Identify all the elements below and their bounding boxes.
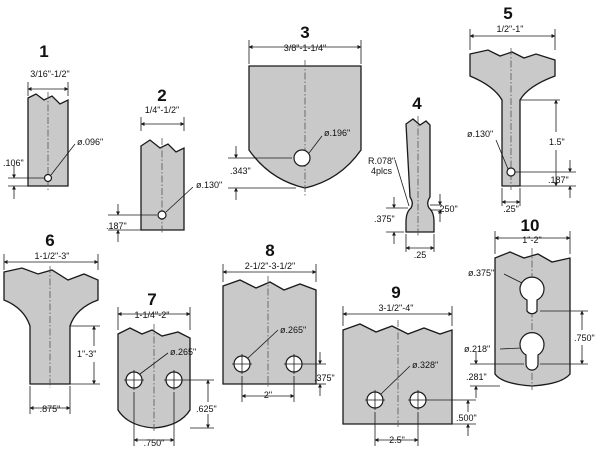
part-4-radius-note: R.078" bbox=[368, 156, 395, 166]
part-2-hole-height: .187" bbox=[106, 221, 127, 231]
part-1-number: 1 bbox=[39, 42, 48, 61]
part-5-hole bbox=[506, 167, 516, 177]
part-7-width-range: 1-1/4"-2" bbox=[135, 310, 170, 320]
part-8-width-range: 2-1/2"-3-1/2" bbox=[245, 261, 295, 271]
part-6-stem-width: .875" bbox=[40, 404, 61, 414]
part-10-lower-hole-dia: ø.218" bbox=[464, 344, 490, 354]
part-6-number: 6 bbox=[45, 231, 54, 250]
part-6: 6 1-1/2"-3" 1"-3" .875" bbox=[3, 231, 100, 414]
part-9-hole-spacing: 2.5" bbox=[389, 435, 405, 445]
part-6-width-range: 1-1/2"-3" bbox=[35, 251, 70, 261]
part-8-number: 8 bbox=[265, 241, 274, 260]
part-4-neck-height: .375" bbox=[374, 214, 395, 224]
part-4-base-width: .25 bbox=[414, 250, 427, 260]
part-5-number: 5 bbox=[503, 4, 512, 23]
part-2-hole bbox=[157, 210, 167, 220]
part-10-bottom-height: .281" bbox=[466, 372, 487, 382]
part-10-upper-hole-dia: ø.375" bbox=[468, 268, 494, 278]
part-9: 9 3-1/2"-4" ø.328" .500" 2.5" bbox=[342, 283, 477, 446]
part-2: 2 1/4"-1/2" ø.130" .187" bbox=[106, 86, 222, 242]
part-6-body bbox=[3, 267, 99, 385]
part-4-body bbox=[405, 118, 435, 233]
part-1: 1 3/16"-1/2" ø.096" .106" bbox=[3, 42, 103, 199]
part-7-hole-dia: ø.265" bbox=[170, 347, 196, 357]
part-10-width-range: 1"-2" bbox=[522, 235, 541, 245]
part-3: 3 3/8"-1-1/4" ø.196" .343" bbox=[228, 23, 362, 200]
part-7-hole-height: .625" bbox=[196, 404, 217, 414]
part-10-slot-lower bbox=[519, 332, 545, 371]
part-3-hole bbox=[293, 149, 311, 167]
part-9-number: 9 bbox=[391, 283, 400, 302]
part-1-hole-height: .106" bbox=[3, 158, 24, 168]
part-2-hole-dia: ø.130" bbox=[196, 180, 222, 190]
part-7-hole-spacing: .750" bbox=[144, 438, 165, 448]
part-5-stem-length: 1.5" bbox=[549, 137, 565, 147]
part-10-slot-upper bbox=[519, 276, 545, 315]
part-7: 7 1-1/4"-2" ø.265" .625" .750" bbox=[117, 290, 217, 448]
part-2-width-range: 1/4"-1/2" bbox=[145, 105, 179, 115]
part-3-hole-dia: ø.196" bbox=[324, 128, 350, 138]
part-5-stem-width: .25" bbox=[503, 204, 519, 214]
part-9-body bbox=[342, 323, 453, 425]
part-10-body bbox=[494, 251, 571, 387]
part-9-width-range: 3-1/2"-4" bbox=[379, 303, 414, 313]
part-10-number: 10 bbox=[521, 216, 540, 235]
part-4-number: 4 bbox=[412, 94, 422, 113]
part-3-hole-height: .343" bbox=[230, 166, 251, 176]
part-1-hole bbox=[43, 173, 53, 183]
part-4: 4 R.078" 4plcs .375" .250" .25 bbox=[368, 94, 458, 260]
part-5-body bbox=[469, 49, 556, 187]
part-7-number: 7 bbox=[147, 290, 156, 309]
part-5-hole-height: .187" bbox=[548, 175, 569, 185]
part-10: 10 1"-2" ø.375" ø.218" .750" .281" bbox=[464, 216, 595, 398]
part-5-hole-dia: ø.130" bbox=[467, 129, 493, 139]
part-4-radius-qty: 4plcs bbox=[371, 166, 393, 176]
part-5-width-range: 1/2"-1" bbox=[497, 24, 524, 34]
part-4-neck-width: .250" bbox=[437, 204, 458, 214]
part-8: 8 2-1/2"-3-1/2" ø.265" .375" 2" bbox=[222, 241, 335, 402]
part-10-slot-spacing: .750" bbox=[574, 333, 595, 343]
part-2-number: 2 bbox=[157, 86, 166, 105]
part-6-stem-length: 1"-3" bbox=[77, 349, 96, 359]
part-8-hole-spacing: 2" bbox=[264, 390, 272, 400]
part-8-hole-height: .375" bbox=[314, 373, 335, 383]
part-9-hole-height: .500" bbox=[456, 413, 477, 423]
part-3-number: 3 bbox=[300, 23, 309, 42]
part-8-hole-dia: ø.265" bbox=[280, 325, 306, 335]
part-3-width-range: 3/8"-1-1/4" bbox=[284, 43, 326, 53]
part-1-hole-dia: ø.096" bbox=[77, 137, 103, 147]
part-9-hole-dia: ø.328" bbox=[412, 360, 438, 370]
part-2-body bbox=[140, 139, 185, 231]
part-1-width-range: 3/16"-1/2" bbox=[30, 69, 69, 79]
part-5: 5 1/2"-1" ø.130" 1.5" .187" .25" bbox=[467, 4, 576, 214]
